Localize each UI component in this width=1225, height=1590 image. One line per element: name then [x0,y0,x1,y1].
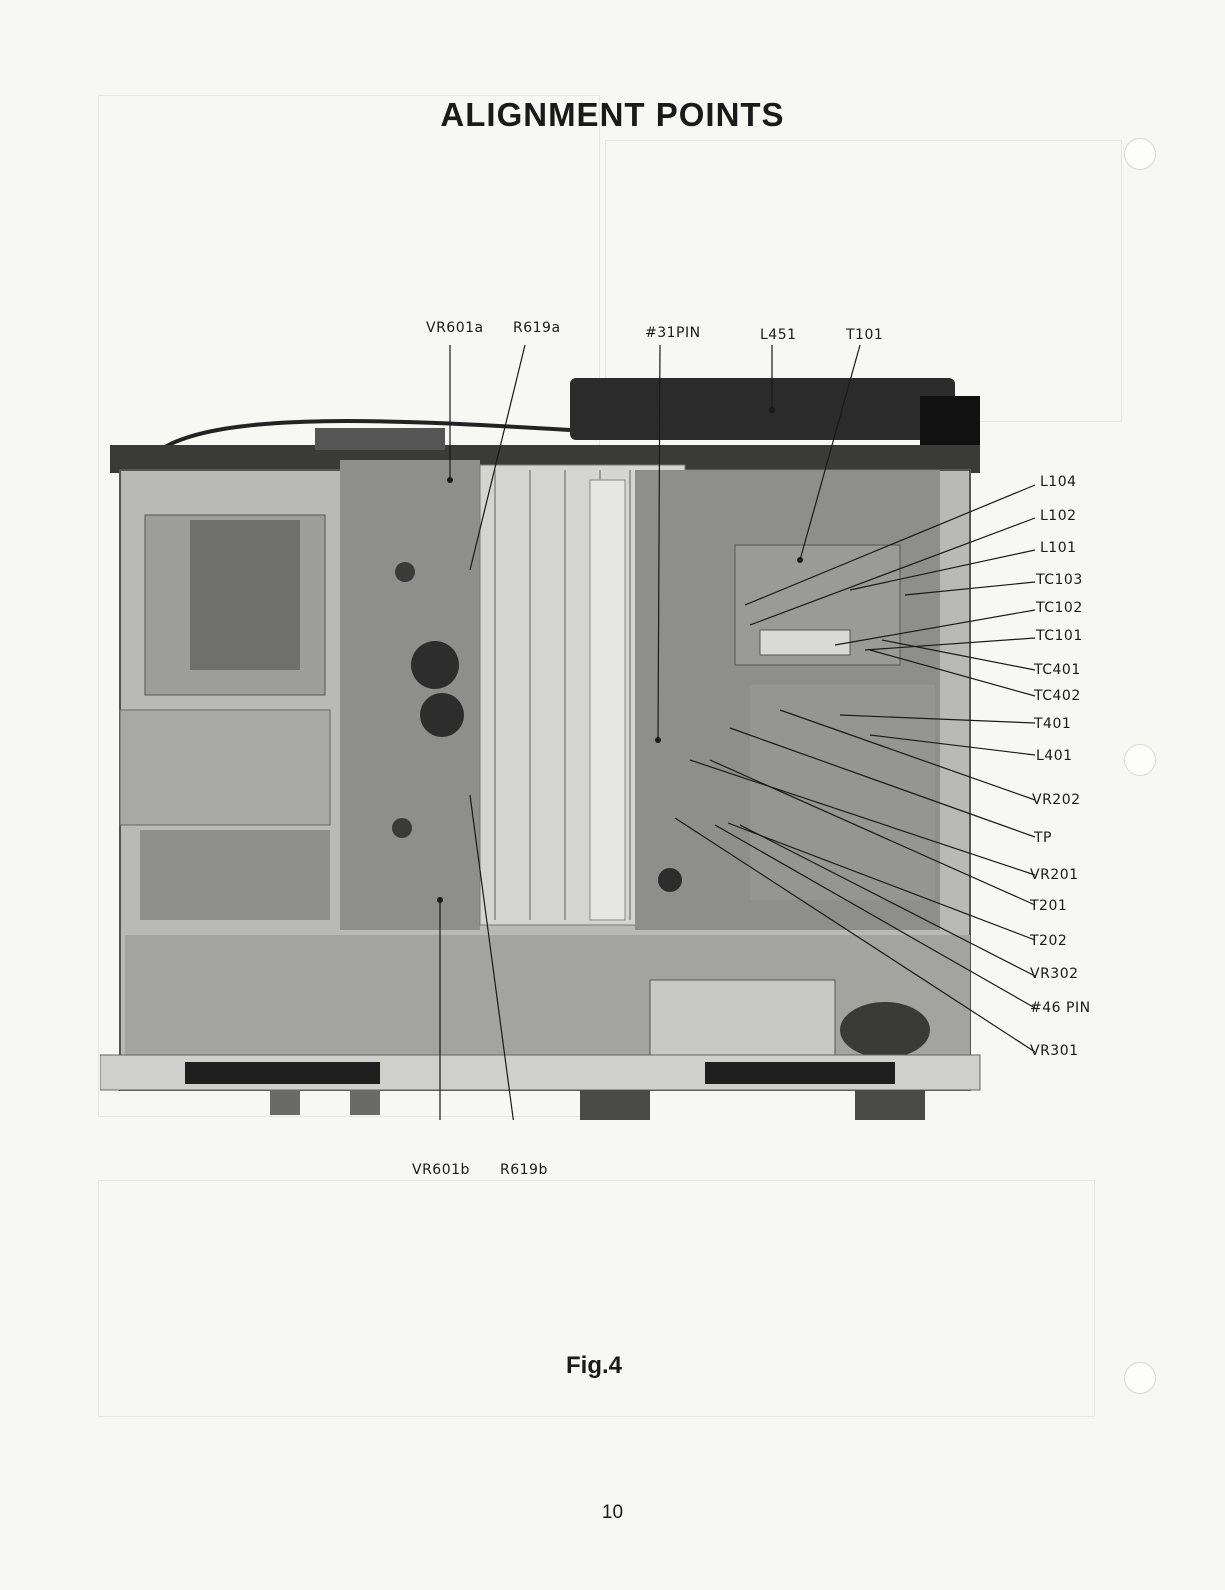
callout-tc401: TC401 [1034,662,1081,678]
callout-31pin: #31PIN [645,325,701,341]
binder-hole-bottom [1124,1362,1156,1394]
callout-vr601a: VR601a [426,320,484,336]
callout-l102: L102 [1040,508,1077,524]
callout-tc101: TC101 [1036,628,1083,644]
callout-t201: T201 [1030,898,1067,914]
callout-l451: L451 [760,327,797,343]
callout-t202: T202 [1030,933,1067,949]
figure-caption: Fig.4 [566,1352,622,1380]
page-number: 10 [0,1502,1225,1524]
callout-vr301: VR301 [1030,1043,1079,1059]
callout-r619b: R619b [500,1162,548,1178]
callout-l104: L104 [1040,474,1077,490]
callout-vr302: VR302 [1030,966,1079,982]
callout-tc402: TC402 [1034,688,1081,704]
chassis-photo [100,340,1190,1120]
callout-tp: TP [1034,830,1052,846]
callout-t401: T401 [1034,716,1071,732]
callout-vr201: VR201 [1030,867,1079,883]
callout-l401: L401 [1036,748,1073,764]
callout-vr202: VR202 [1032,792,1081,808]
callout-vr601b: VR601b [412,1162,470,1178]
page-title: ALIGNMENT POINTS [0,96,1225,134]
binder-hole-top [1124,138,1156,170]
callout-t101: T101 [846,327,883,343]
callout-tc103: TC103 [1036,572,1083,588]
callout-tc102: TC102 [1036,600,1083,616]
callout-46pin: #46 PIN [1030,1000,1091,1016]
callout-r619a: R619a [513,320,561,336]
callout-l101: L101 [1040,540,1077,556]
reverse-side-ghost-table-bottom [98,1180,1095,1417]
